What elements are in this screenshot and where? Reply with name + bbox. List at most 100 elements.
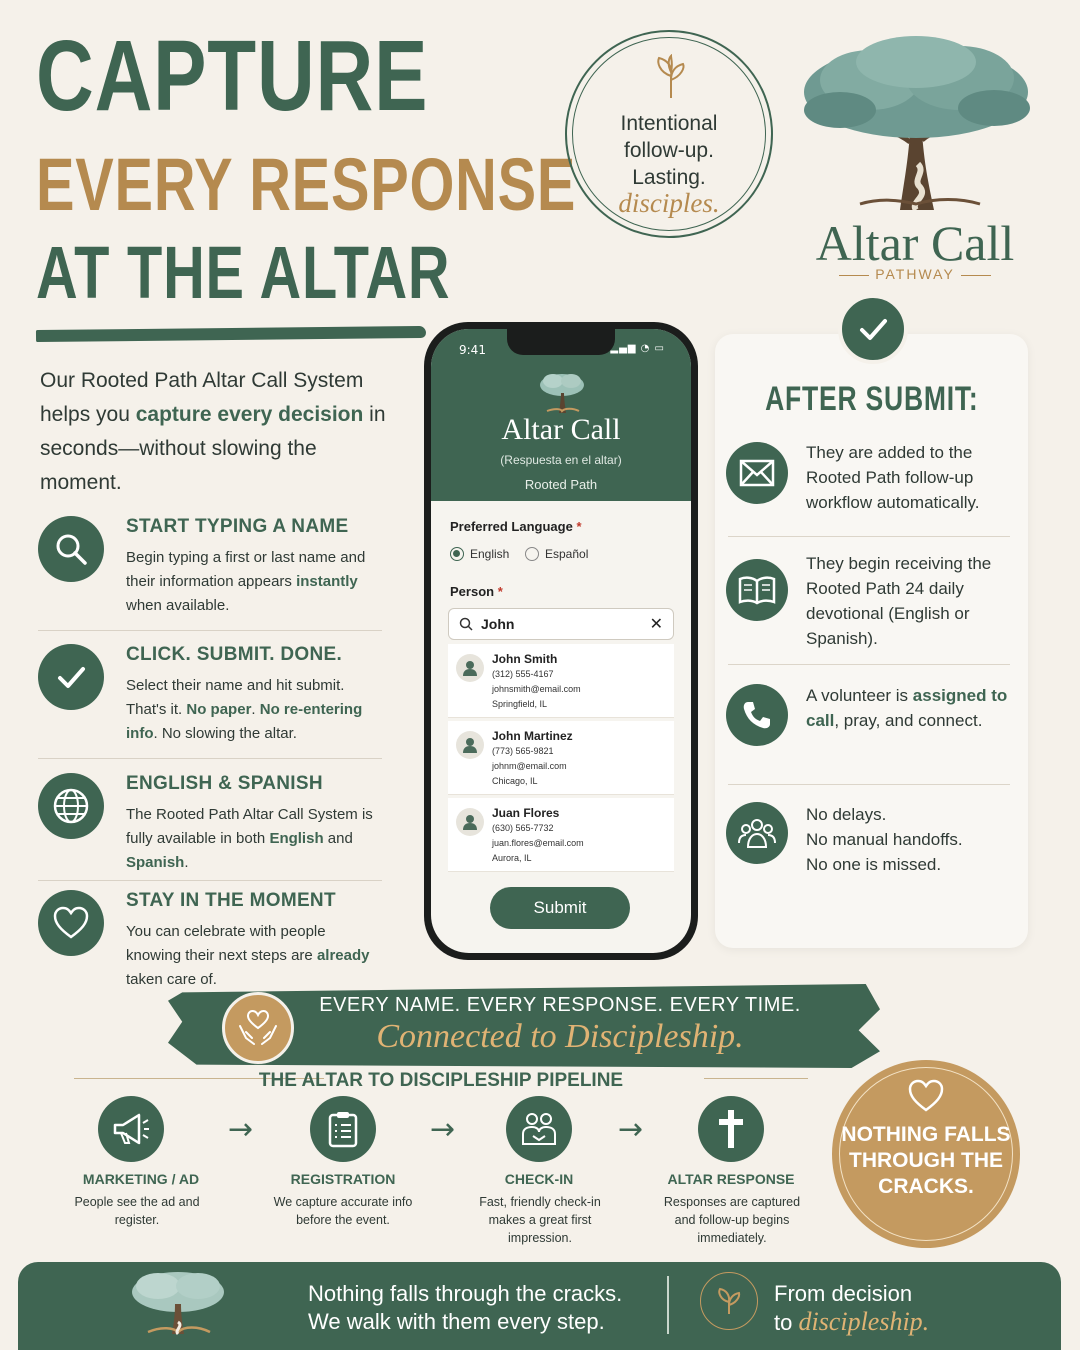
sprout-icon — [657, 54, 685, 98]
globe-icon — [38, 773, 104, 839]
phone-icon — [726, 684, 788, 746]
radio-espanol[interactable]: Español — [525, 547, 588, 561]
feature-text-part: when available. — [126, 597, 230, 614]
avatar-icon — [456, 731, 484, 759]
feature-text-bold: already — [316, 947, 370, 964]
intro-highlight: capture every decision — [135, 403, 364, 426]
intro-text: Our Rooted Path Altar Call System helps … — [40, 369, 364, 426]
arrow-right-icon: → — [618, 1112, 644, 1147]
result-phone: (773) 565-9821 — [492, 746, 554, 756]
nothing-falls-seal: NOTHING FALLS THROUGH THE CRACKS. — [832, 1060, 1020, 1248]
divider — [728, 784, 1010, 785]
result-item[interactable]: John Smith (312) 555-4167 johnsmith@emai… — [448, 644, 674, 718]
feature-text-bold: Spanish — [126, 854, 185, 871]
intentional-badge: Intentional follow-up. Lasting. disciple… — [565, 30, 773, 238]
after-submit-text: They begin receiving the Rooted Path 24 … — [806, 554, 992, 648]
person-label: Person * — [450, 584, 503, 599]
after-submit-text-part: A volunteer is — [806, 686, 913, 705]
app-header: 9:41 ▂▄▆ ◔ ▭ Altar Call (Respuesta en el… — [431, 329, 691, 501]
person-search-input[interactable]: John ✕ — [448, 608, 674, 640]
result-city: Aurora, IL — [492, 853, 532, 863]
person-label-text: Person — [450, 584, 495, 599]
radio-button[interactable] — [525, 547, 539, 561]
badge-script: disciples. — [618, 188, 720, 218]
tree-logo-icon — [804, 36, 1030, 210]
after-submit-text: They are added to the Rooted Path follow… — [806, 443, 980, 512]
feature-click-submit: CLICK. SUBMIT. DONE. Select their name a… — [38, 644, 382, 744]
logo-subtitle: PATHWAY — [800, 266, 1030, 282]
after-submit-title-text: AFTER SUBMIT: — [764, 380, 979, 418]
step-text: Fast, friendly check-in makes a great fi… — [479, 1195, 601, 1245]
phone-notch — [507, 329, 615, 355]
language-label: Preferred Language * — [450, 519, 582, 534]
radio-english[interactable]: English — [450, 547, 509, 561]
phone-screen: 9:41 ▂▄▆ ◔ ▭ Altar Call (Respuesta en el… — [431, 329, 691, 953]
feature-text-bold: No re-entering info — [126, 701, 363, 742]
avatar-icon — [456, 808, 484, 836]
language-label-text: Preferred Language — [450, 519, 573, 534]
clipboard-icon — [310, 1096, 376, 1162]
feature-title: ENGLISH & SPANISH — [126, 773, 323, 794]
step-title: ALTAR RESPONSE — [667, 1171, 795, 1187]
radio-label: English — [470, 547, 510, 561]
footer-right-line: to discipleship. — [774, 1308, 929, 1337]
people-icon — [726, 802, 788, 864]
result-item[interactable]: John Martinez (773) 565-9821 johnm@email… — [448, 721, 674, 795]
headline-line-3: AT THE ALTAR — [36, 231, 451, 314]
submit-button[interactable]: Submit — [490, 887, 630, 929]
divider — [728, 664, 1010, 665]
heart-icon — [38, 890, 104, 956]
feature-stay-in-moment: STAY IN THE MOMENT You can celebrate wit… — [38, 890, 382, 990]
feature-text-part: The Rooted Path Altar Call System is ful… — [126, 806, 373, 847]
step-text: We capture accurate info before the even… — [273, 1195, 413, 1227]
search-query[interactable]: John — [481, 616, 515, 632]
headline-line-1: CAPTURE — [36, 20, 429, 132]
pipeline-title: THE ALTAR TO DISCIPLESHIP PIPELINE — [258, 1070, 624, 1091]
step-title: REGISTRATION — [290, 1171, 396, 1187]
feature-english-spanish: ENGLISH & SPANISH The Rooted Path Altar … — [38, 773, 382, 873]
result-phone: (630) 565-7732 — [492, 823, 554, 833]
megaphone-icon — [98, 1096, 164, 1162]
intro-paragraph: Our Rooted Path Altar Call System helps … — [40, 364, 390, 500]
feature-title: STAY IN THE MOMENT — [126, 890, 336, 911]
result-city: Chicago, IL — [492, 776, 538, 786]
feature-text: You can celebrate with people knowing th… — [126, 920, 384, 992]
check-icon — [838, 294, 908, 364]
divider — [38, 880, 382, 881]
result-item[interactable]: Juan Flores (630) 565-7732 juan.flores@e… — [448, 798, 674, 872]
divider — [38, 630, 382, 631]
intro-text-end: in seconds—without slowing the moment. — [40, 403, 386, 494]
step-text: People see the ad and register. — [74, 1195, 200, 1227]
search-icon — [38, 516, 104, 582]
result-city: Springfield, IL — [492, 699, 548, 709]
required-mark: * — [497, 584, 503, 599]
result-name: John Martinez — [492, 729, 573, 743]
result-email: juan.flores@email.com — [492, 838, 584, 848]
radio-button-selected[interactable] — [450, 547, 464, 561]
feature-start-typing: START TYPING A NAME Begin typing a first… — [38, 516, 382, 616]
feature-text: The Rooted Path Altar Call System is ful… — [126, 803, 384, 875]
feature-text: Select their name and hit submit. That's… — [126, 674, 384, 746]
clear-icon[interactable]: ✕ — [649, 616, 663, 633]
after-submit-text-part: , pray, and connect. — [834, 711, 983, 730]
heart-icon — [908, 1079, 944, 1112]
result-name: Juan Flores — [492, 806, 560, 820]
tree-logo-icon — [540, 374, 584, 413]
after-submit-text-bold: assigned to call — [806, 686, 1008, 730]
divider — [74, 1078, 324, 1079]
feature-text-part: . — [251, 701, 260, 718]
banner-script: Connected to Discipleship. — [376, 1018, 744, 1055]
banner-headline: EVERY NAME. EVERY RESPONSE. EVERY TIME. — [319, 994, 801, 1016]
footer-right-text: From decision to discipleship. — [774, 1280, 929, 1337]
footer-right-pre: to — [774, 1310, 799, 1335]
feature-text-bold: No paper — [186, 701, 252, 718]
feature-title: START TYPING A NAME — [126, 516, 349, 537]
feature-text-bold: English — [269, 830, 324, 847]
step-text: Responses are captured and follow-up beg… — [663, 1195, 801, 1245]
badge-text: Intentional follow-up. Lasting. — [620, 112, 718, 189]
search-icon — [459, 617, 473, 631]
headline-underline — [35, 325, 427, 343]
app-title: Altar Call — [501, 413, 621, 446]
divider — [704, 1078, 808, 1079]
feature-title: CLICK. SUBMIT. DONE. — [126, 644, 343, 665]
